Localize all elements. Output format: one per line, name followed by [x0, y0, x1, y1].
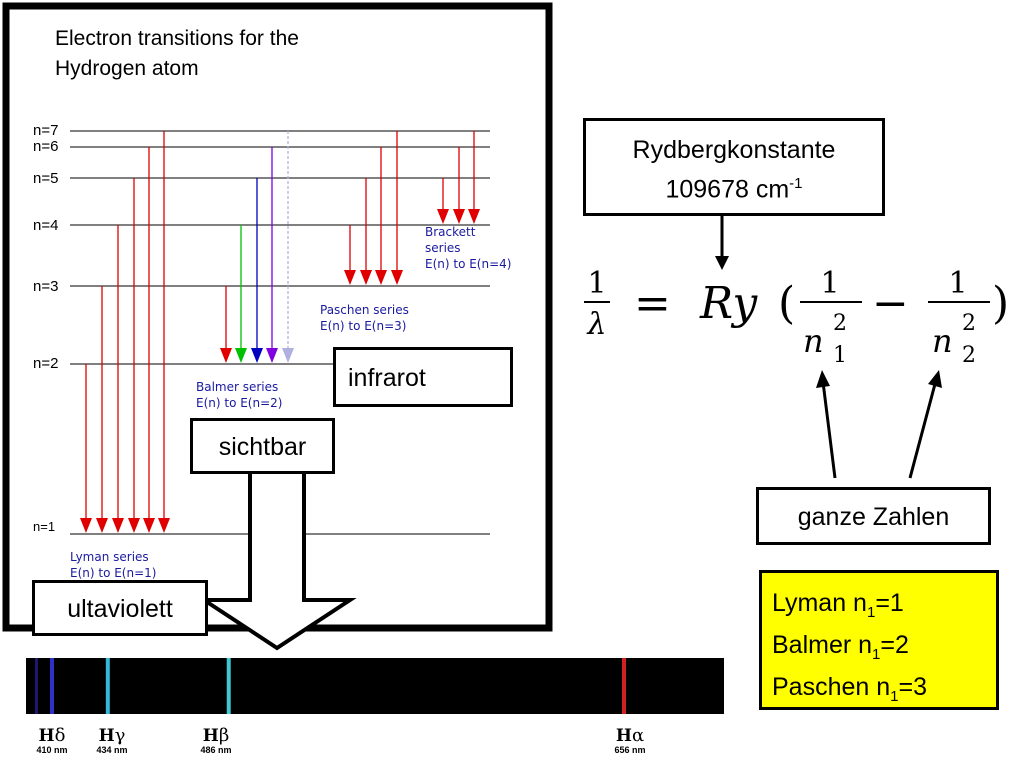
- series-n1-balmer: Balmer n1=2: [772, 631, 909, 663]
- paschen-arrowhead-icon-3: [375, 270, 387, 285]
- formula-minus: −: [872, 278, 909, 329]
- formula-lhs-numerator: 1: [587, 266, 606, 301]
- ultraviolet-label: ultaviolett: [67, 595, 173, 623]
- lyman-arrowhead-icon-1: [80, 518, 92, 533]
- formula-frac2-denominator: n: [932, 322, 953, 360]
- paschen-arrowhead-icon-1: [344, 270, 356, 285]
- spectrum-label-h-beta: Hβ 486 nm: [200, 725, 232, 756]
- rydberg-pointer-arrowhead: [715, 256, 729, 270]
- rydberg-constant-box: Rydbergkonstante 109678 cm-1: [583, 118, 885, 216]
- spectrum-line-4: [622, 658, 626, 714]
- formula-frac2-subscript: 2: [962, 343, 976, 368]
- down-arrow-icon: [197, 470, 357, 651]
- lyman-arrowhead-icon-6: [158, 518, 170, 533]
- brackett-arrowhead-icon-1: [437, 209, 449, 224]
- balmer-arrowhead-icon-2: [235, 348, 247, 363]
- level-label-6: n=6: [33, 138, 58, 155]
- balmer-arrowhead-icon-5: [282, 348, 294, 363]
- formula-equals: =: [634, 278, 671, 329]
- rydberg-formula: 1 λ = Ry ( 1 n 2 1 − 1 n 2 2 ): [584, 266, 1009, 368]
- level-labels: n=7 n=6 n=5 n=4 n=3 n=2 n=1: [33, 122, 58, 534]
- infrared-label: infrarot: [348, 364, 426, 392]
- brackett-series-label: Brackett: [425, 225, 476, 239]
- spectrum-line-3: [226, 658, 231, 714]
- balmer-arrowhead-icon-3: [251, 348, 263, 363]
- balmer-arrowhead-icon-1: [220, 348, 232, 363]
- lyman-arrowhead-icon-5: [143, 518, 155, 533]
- lyman-arrowhead-icon-4: [128, 518, 140, 533]
- formula-frac1-denominator: n: [803, 322, 824, 360]
- spectrum-label-h-delta: Hδ 410 nm: [36, 725, 68, 756]
- brackett-arrowhead-icon-2: [453, 209, 465, 224]
- level-label-1: n=1: [33, 519, 55, 534]
- level-label-4: n=4: [33, 217, 58, 234]
- formula-frac1-subscript: 1: [833, 343, 847, 368]
- level-label-7: n=7: [33, 122, 58, 139]
- rydberg-constant-value-line: 109678 cm-1: [586, 167, 882, 206]
- formula-open-paren: (: [778, 278, 795, 329]
- lyman-series-range: E(n) to E(n=1): [70, 566, 156, 580]
- rydberg-constant-exponent: -1: [789, 175, 803, 192]
- integers-label-box: ganze Zahlen: [756, 487, 991, 545]
- formula-frac2-numerator: 1: [948, 266, 967, 301]
- spectrum-label-h-alpha: Hα 656 nm: [614, 725, 646, 756]
- series-labels: Lyman series E(n) to E(n=1) Balmer serie…: [70, 225, 511, 580]
- lyman-arrowhead-icon-2: [96, 518, 108, 533]
- diagram-title-line1: Electron transitions for the: [55, 27, 299, 50]
- diagram-title-line2: Hydrogen atom: [55, 57, 199, 80]
- rydberg-constant-value: 109678 cm: [665, 175, 790, 204]
- formula-lhs-denominator: λ: [586, 307, 606, 342]
- integer-pointer-arrowhead-1: [816, 370, 830, 388]
- rydberg-constant-name: Rydbergkonstante: [632, 136, 836, 164]
- brackett-series-range: E(n) to E(n=4): [425, 257, 511, 271]
- formula-frac1-numerator: 1: [820, 266, 839, 301]
- spectrum-label-h-gamma: Hγ 434 nm: [96, 725, 128, 756]
- balmer-arrowhead-icon-4: [266, 348, 278, 363]
- formula-frac1-exponent: 2: [833, 311, 847, 336]
- level-label-3: n=3: [33, 278, 58, 295]
- transition-arrows: [80, 131, 480, 533]
- visible-label: sichtbar: [218, 433, 307, 461]
- spectrum-band: [26, 658, 724, 714]
- spectrum-line-faint: [35, 658, 38, 714]
- formula-close-paren: ): [992, 278, 1009, 329]
- integer-pointer-line-2: [908, 383, 937, 479]
- series-n1-lyman: Lyman n1=1: [772, 589, 904, 621]
- spectrum-line-1: [50, 658, 54, 714]
- formula-coefficient: Ry: [699, 278, 758, 329]
- ultraviolet-label-box: ultaviolett: [32, 580, 208, 636]
- infrared-label-box: infrarot: [333, 347, 513, 407]
- series-n1-box: Lyman n1=1 Balmer n1=2 Paschen n1=3: [759, 570, 999, 710]
- paschen-series-range: E(n) to E(n=3): [320, 319, 406, 333]
- lyman-arrowhead-icon-3: [112, 518, 124, 533]
- lyman-series-label: Lyman series: [70, 550, 149, 564]
- spectrum-lines: [35, 658, 626, 714]
- integer-pointer-arrowhead-2: [928, 370, 942, 388]
- integer-pointer-line-1: [821, 381, 837, 479]
- brackett-arrowhead-icon-3: [468, 209, 480, 224]
- brackett-series-label-2: series: [425, 241, 461, 255]
- formula-frac2-exponent: 2: [962, 311, 976, 336]
- visible-label-box: sichtbar: [190, 418, 335, 474]
- balmer-series-range: E(n) to E(n=2): [196, 396, 282, 410]
- level-label-5: n=5: [33, 170, 58, 187]
- spectrum-line-2: [105, 658, 110, 714]
- series-n1-paschen: Paschen n1=3: [772, 673, 927, 705]
- paschen-arrowhead-icon-2: [360, 270, 372, 285]
- balmer-series-label: Balmer series: [196, 380, 278, 394]
- level-label-2: n=2: [33, 355, 58, 372]
- integers-label: ganze Zahlen: [797, 503, 950, 531]
- paschen-arrowhead-icon-4: [391, 270, 403, 285]
- paschen-series-label: Paschen series: [320, 303, 409, 317]
